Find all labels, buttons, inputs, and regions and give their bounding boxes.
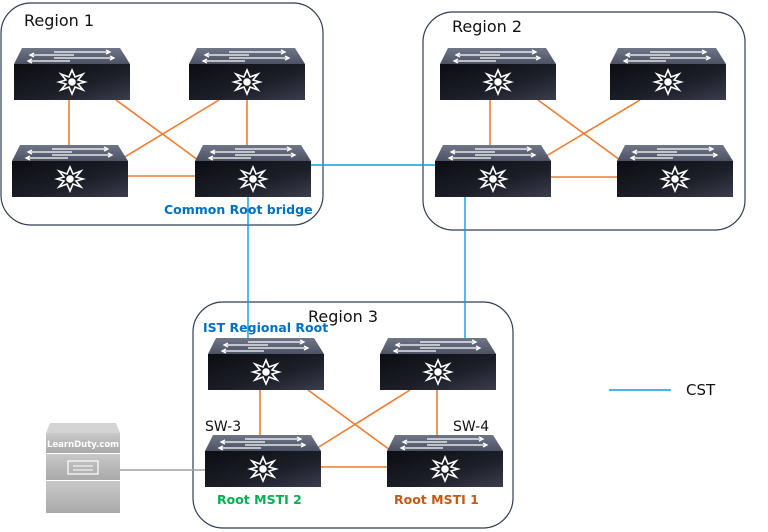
link-r3-tl-br [307, 389, 391, 451]
switch-r2-top-left[interactable] [439, 47, 557, 101]
legend-cst-label: CST [686, 381, 716, 399]
server-icon[interactable]: LearnDuty.com [46, 423, 120, 513]
ist-regional-root-label: IST Regional Root [203, 320, 328, 335]
switch-r3-top-right[interactable] [379, 337, 497, 391]
switch-r1-top-right[interactable] [188, 47, 306, 101]
region-2-box [422, 11, 746, 231]
switch-r2-bottom-right[interactable] [616, 144, 734, 198]
switch-r3-ist-root[interactable] [207, 337, 325, 391]
switch-r1-bottom-left[interactable] [11, 144, 129, 198]
link-r2-tl-br [537, 99, 621, 161]
server-label: LearnDuty.com [47, 440, 119, 450]
link-r1-tr-bl [122, 99, 220, 159]
switch-r2-top-right[interactable] [609, 47, 727, 101]
switch-r2-bottom-left[interactable] [434, 144, 552, 198]
switch-sw4[interactable] [386, 434, 504, 488]
link-r1-tl-br [115, 99, 199, 161]
root-msti2-label: Root MSTI 2 [217, 492, 302, 507]
common-root-bridge-label: Common Root bridge [164, 202, 313, 217]
link-r2-tr-bl [542, 99, 641, 159]
root-msti1-label: Root MSTI 1 [394, 492, 479, 507]
switch-r1-common-root[interactable] [194, 144, 312, 198]
sw4-label: SW-4 [453, 419, 489, 435]
link-r3-tr-bl [313, 389, 411, 451]
sw3-label: SW-3 [205, 419, 241, 435]
region-1-box [0, 2, 324, 226]
switch-sw3[interactable] [204, 434, 322, 488]
switch-r1-top-left[interactable] [13, 47, 131, 101]
region-1-label: Region 1 [24, 11, 94, 30]
region-3-label: Region 3 [308, 307, 378, 326]
region-3-box [192, 301, 514, 529]
region-2-label: Region 2 [452, 17, 522, 36]
